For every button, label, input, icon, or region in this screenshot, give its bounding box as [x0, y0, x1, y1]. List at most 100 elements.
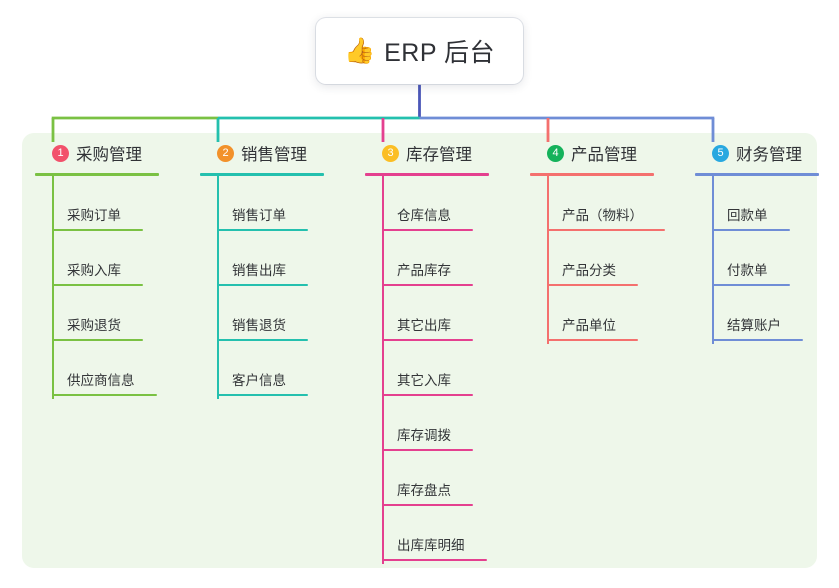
branch-item-label: 库存盘点 [397, 483, 451, 498]
branch-item[interactable]: 回款单 [695, 176, 839, 231]
branch-item-rule [382, 394, 473, 396]
branch-column-2: 2 销售管理销售订单销售出库销售退货客户信息 [200, 133, 365, 399]
branch-item[interactable]: 销售订单 [200, 176, 365, 231]
root-node[interactable]: 👍 ERP 后台 [316, 18, 523, 84]
branch-item-label: 库存调拨 [397, 428, 451, 443]
branch-title: 财务管理 [736, 146, 802, 164]
branch-item-rule [712, 339, 803, 341]
branch-item[interactable]: 采购订单 [35, 176, 200, 231]
branch-title-underline [530, 173, 654, 176]
branch-item-rule [52, 339, 143, 341]
root-node-label: ERP 后台 [384, 39, 496, 67]
branch-stem [382, 176, 384, 564]
branch-item[interactable]: 仓库信息 [365, 176, 530, 231]
branch-item-rule [547, 339, 638, 341]
branch-title: 产品管理 [571, 146, 637, 164]
branch-item[interactable]: 产品（物料） [530, 176, 695, 231]
branch-item-label: 销售退货 [232, 318, 286, 333]
branch-title: 销售管理 [241, 146, 307, 164]
branch-item-rule [382, 504, 473, 506]
branch-item-list: 仓库信息产品库存其它出库其它入库库存调拨库存盘点出库库明细 [365, 173, 530, 561]
branch-item-list: 销售订单销售出库销售退货客户信息 [200, 173, 365, 396]
branch-item-label: 供应商信息 [67, 373, 135, 388]
branch-item-rule [547, 284, 638, 286]
branch-item-label: 仓库信息 [397, 208, 451, 223]
branch-item[interactable]: 库存盘点 [365, 451, 530, 506]
branch-stem [217, 176, 219, 399]
branch-item[interactable]: 结算账户 [695, 286, 839, 341]
branch-item[interactable]: 产品分类 [530, 231, 695, 286]
branch-number-badge: 3 [382, 144, 399, 162]
branch-title: 采购管理 [76, 146, 142, 164]
branch-title-underline [365, 173, 489, 176]
branch-item-label: 销售出库 [232, 263, 286, 278]
branch-item[interactable]: 付款单 [695, 231, 839, 286]
branch-item-rule [382, 339, 473, 341]
branch-column-4: 4 产品管理产品（物料） 产品分类产品单位 [530, 133, 695, 344]
branch-item[interactable]: 采购退货 [35, 286, 200, 341]
branch-number-badge: 1 [52, 144, 69, 162]
branch-number-badge: 2 [217, 144, 234, 162]
branch-item[interactable]: 销售退货 [200, 286, 365, 341]
branch-header-1[interactable]: 1 采购管理 [35, 133, 200, 173]
branch-title-underline [695, 173, 819, 176]
branch-item-rule [217, 394, 308, 396]
branch-item-label: 产品单位 [562, 318, 616, 333]
branch-stem [52, 176, 54, 399]
branch-columns: 1 采购管理采购订单采购入库采购退货供应商信息 2 销售管理销售订单销售出库销售退货客… [22, 133, 819, 568]
branch-item[interactable]: 销售出库 [200, 231, 365, 286]
branch-header-2[interactable]: 2 销售管理 [200, 133, 365, 173]
branch-item-rule [52, 229, 143, 231]
branch-item-rule [382, 559, 487, 561]
branch-number-badge: 4 [547, 144, 564, 162]
branch-item-rule [712, 284, 790, 286]
branch-item-rule [547, 229, 665, 231]
branch-item[interactable]: 产品单位 [530, 286, 695, 341]
branch-item-label: 产品库存 [397, 263, 451, 278]
branch-item-label: 销售订单 [232, 208, 286, 223]
branch-item-label: 出库库明细 [397, 538, 465, 553]
branch-item[interactable]: 其它入库 [365, 341, 530, 396]
branch-item-label: 其它入库 [397, 373, 451, 388]
branch-item-rule [382, 449, 473, 451]
branch-item-label: 采购入库 [67, 263, 121, 278]
branch-item-list: 回款单付款单结算账户 [695, 173, 839, 341]
branch-header-4[interactable]: 4 产品管理 [530, 133, 695, 173]
branch-item-label: 产品分类 [562, 263, 616, 278]
branch-item-list: 产品（物料） 产品分类产品单位 [530, 173, 695, 341]
branch-item[interactable]: 出库库明细 [365, 506, 530, 561]
branch-title-underline [200, 173, 324, 176]
branch-item-rule [382, 284, 473, 286]
branch-item-rule [52, 284, 143, 286]
branch-item[interactable]: 采购入库 [35, 231, 200, 286]
branch-item[interactable]: 供应商信息 [35, 341, 200, 396]
branch-background-panel [22, 133, 817, 568]
branch-item[interactable]: 其它出库 [365, 286, 530, 341]
branch-item-rule [217, 339, 308, 341]
branch-item-list: 采购订单采购入库采购退货供应商信息 [35, 173, 200, 396]
branch-item-rule [217, 229, 308, 231]
branch-item-rule [382, 229, 473, 231]
branch-item-rule [712, 229, 790, 231]
branch-item[interactable]: 库存调拨 [365, 396, 530, 451]
branch-item-rule [52, 394, 157, 396]
branch-item-rule [217, 284, 308, 286]
branch-item-label: 客户信息 [232, 373, 286, 388]
branch-title-underline [35, 173, 159, 176]
branch-item-label: 付款单 [727, 263, 768, 278]
branch-column-1: 1 采购管理采购订单采购入库采购退货供应商信息 [35, 133, 200, 399]
branch-item-label: 回款单 [727, 208, 768, 223]
branch-item-label: 采购退货 [67, 318, 121, 333]
branch-stem [547, 176, 549, 344]
branch-item-label: 采购订单 [67, 208, 121, 223]
branch-item[interactable]: 客户信息 [200, 341, 365, 396]
branch-item-label: 产品（物料） [562, 208, 643, 223]
branch-stem [712, 176, 714, 344]
branch-item-label: 其它出库 [397, 318, 451, 333]
branch-item[interactable]: 产品库存 [365, 231, 530, 286]
